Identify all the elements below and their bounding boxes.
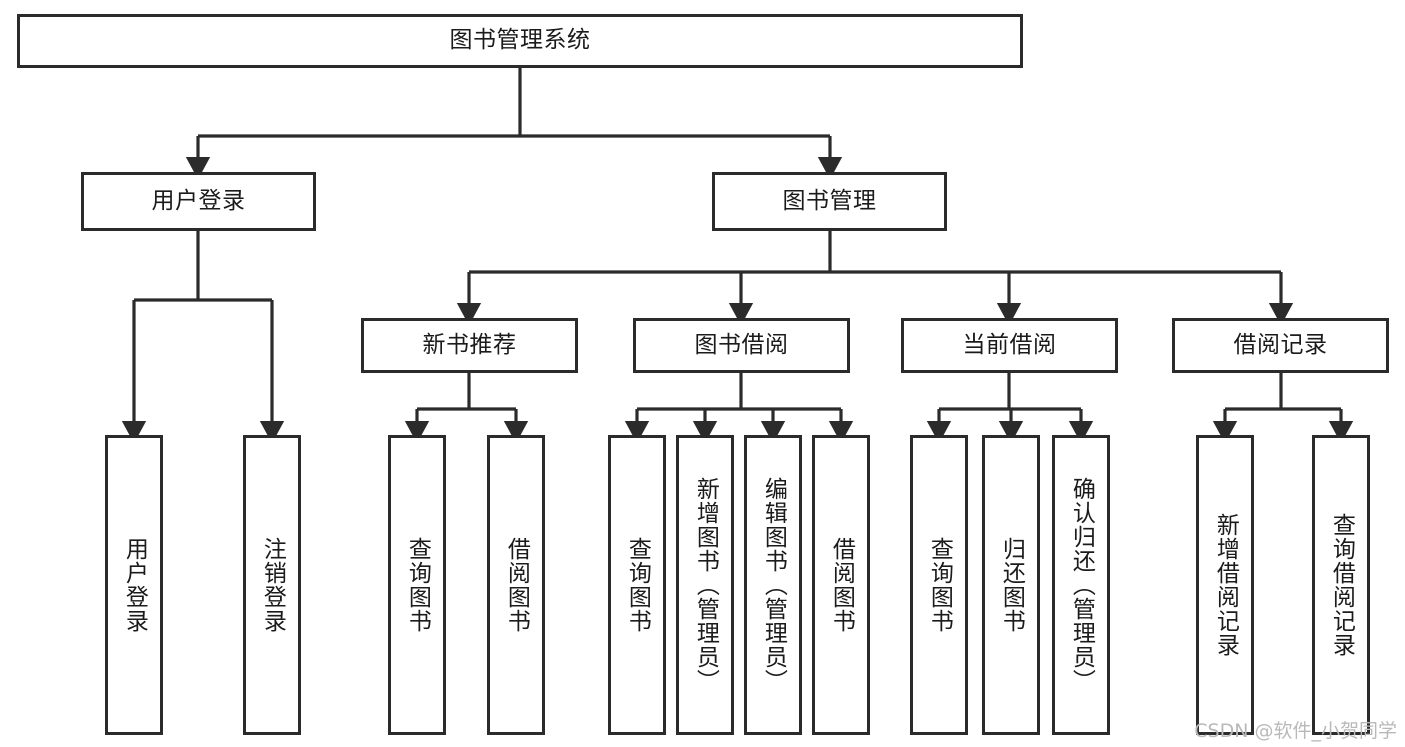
leaf-node[interactable]: 查询图书 [608,435,666,735]
node-new-book-recommend-label: 新书推荐 [422,331,517,358]
node-new-book-recommend[interactable]: 新书推荐 [361,318,578,373]
leaf-node-label: 借阅图书 [828,537,855,633]
leaf-node[interactable]: 确认归还（管理员） [1052,435,1110,735]
leaf-node-label: 查询图书 [404,537,431,633]
leaf-node-label: 新增图书（管理员） [692,477,719,693]
node-borrow-record-label: 借阅记录 [1233,331,1328,358]
leaf-node[interactable]: 新增图书（管理员） [676,435,734,735]
node-user-login[interactable]: 用户登录 [81,172,316,231]
leaf-node-label: 确认归还（管理员） [1068,477,1095,693]
leaf-node-label: 用户登录 [121,537,148,633]
leaf-node-label: 新增借阅记录 [1212,513,1239,657]
node-borrow-record[interactable]: 借阅记录 [1172,318,1389,373]
leaf-node[interactable]: 编辑图书（管理员） [744,435,802,735]
node-root[interactable]: 图书管理系统 [17,14,1023,68]
leaf-node-label: 查询图书 [624,537,651,633]
leaf-node-label: 借阅图书 [503,537,530,633]
leaf-node[interactable]: 借阅图书 [487,435,545,735]
leaf-node-label: 编辑图书（管理员） [760,477,787,693]
leaf-node-label: 查询借阅记录 [1328,513,1355,657]
node-book-management-label: 图书管理 [782,187,877,214]
node-book-management[interactable]: 图书管理 [712,172,947,231]
leaf-node[interactable]: 新增借阅记录 [1196,435,1254,735]
leaf-node-label: 查询图书 [926,537,953,633]
leaf-node[interactable]: 查询借阅记录 [1312,435,1370,735]
leaf-node-label: 归还图书 [998,537,1025,633]
node-book-borrow[interactable]: 图书借阅 [633,318,850,373]
node-current-borrow-label: 当前借阅 [962,331,1057,358]
leaf-node[interactable]: 注销登录 [243,435,301,735]
leaf-node[interactable]: 查询图书 [910,435,968,735]
csdn-watermark: CSDN @软件_小贺同学 [1194,720,1397,742]
leaf-node[interactable]: 查询图书 [388,435,446,735]
leaf-node-label: 注销登录 [259,537,286,633]
leaf-node[interactable]: 借阅图书 [812,435,870,735]
node-current-borrow[interactable]: 当前借阅 [901,318,1118,373]
node-user-login-label: 用户登录 [151,187,246,214]
leaf-node[interactable]: 用户登录 [105,435,163,735]
node-root-label: 图书管理系统 [449,27,591,54]
node-book-borrow-label: 图书借阅 [694,331,789,358]
leaf-node[interactable]: 归还图书 [982,435,1040,735]
